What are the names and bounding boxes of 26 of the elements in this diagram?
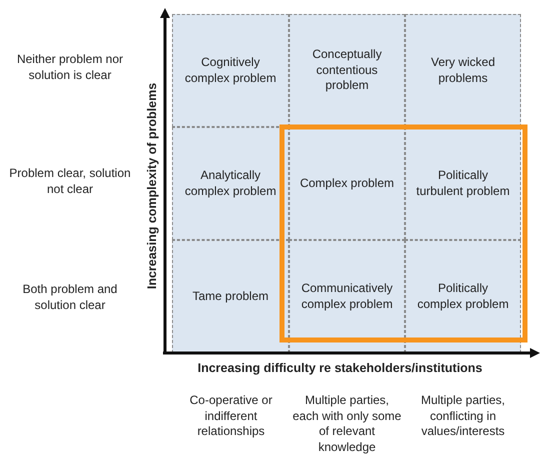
column-label: Multiple parties, each with only some of relevant knowledge bbox=[292, 393, 402, 456]
grid-cell bbox=[289, 127, 405, 240]
cell-text: Cognitively complex problem bbox=[184, 54, 278, 86]
cell-text: Politically turbulent problem bbox=[415, 168, 511, 200]
cell-text: Very wicked problems bbox=[430, 54, 496, 86]
column-label: Multiple parties, conflicting in values/interests bbox=[420, 393, 506, 440]
cell-text: Communicatively complex problem bbox=[300, 280, 394, 312]
grid-cell bbox=[289, 14, 405, 127]
row-label: Problem clear, solution not clear bbox=[8, 166, 132, 198]
cell-text: Analytically complex problem bbox=[184, 168, 278, 200]
cell-text: Conceptually contentious problem bbox=[311, 47, 383, 94]
column-label: Co-operative or indifferent relationships bbox=[188, 393, 274, 440]
row-label: Neither problem nor solution is clear bbox=[16, 52, 124, 84]
grid-cell bbox=[405, 14, 521, 127]
grid-cell bbox=[172, 127, 289, 240]
axis-title: Increasing complexity of problems bbox=[144, 82, 160, 290]
grid-cell bbox=[289, 240, 405, 353]
cell-text: Politically complex problem bbox=[416, 280, 510, 312]
grid-cell bbox=[172, 240, 289, 353]
cell-text: Complex problem bbox=[298, 176, 396, 192]
grid-cell bbox=[172, 14, 289, 127]
cell-text: Tame problem bbox=[191, 288, 270, 304]
axis-title: Increasing difficulty re stakeholders/institutions bbox=[198, 360, 482, 376]
grid-cell bbox=[405, 127, 521, 240]
row-label: Both problem and solution clear bbox=[22, 282, 118, 314]
grid-cell bbox=[405, 240, 521, 353]
